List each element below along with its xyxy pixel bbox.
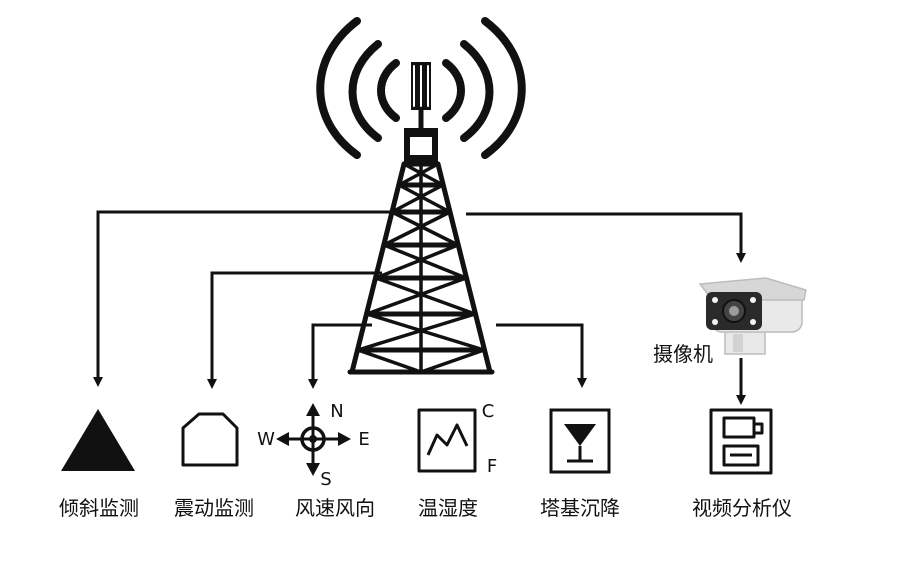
- compass-south-label: S: [320, 469, 332, 490]
- temperature-chart-icon: [417, 408, 477, 473]
- arrow-to-settlement: [496, 323, 587, 388]
- compass-east-label: E: [358, 429, 370, 450]
- surveillance-camera-icon: [698, 277, 807, 355]
- arrow-to-wind: [308, 323, 372, 389]
- camera-label: 摄像机: [653, 342, 713, 366]
- arrow-to-vibration: [207, 271, 382, 389]
- arrow-to-camera: [466, 212, 746, 263]
- settlement-label: 塔基沉降: [540, 496, 620, 520]
- video-analyzer-icon: [709, 408, 773, 475]
- tilt-triangle-icon: [61, 409, 135, 471]
- compass-west-label: W: [257, 429, 275, 450]
- arrow-to-tilt: [93, 210, 396, 387]
- compass-north-label: N: [330, 401, 344, 422]
- wind-label: 风速风向: [295, 496, 375, 520]
- tilt-label: 倾斜监测: [59, 496, 139, 520]
- signal-tower-icon: [316, 17, 526, 375]
- settlement-goblet-icon: [549, 408, 611, 474]
- signal-waves: [316, 17, 526, 159]
- celsius-label: C: [481, 401, 495, 422]
- connectors: [93, 210, 746, 405]
- vibration-house-icon: [181, 412, 239, 467]
- vibration-label: 震动监测: [174, 496, 254, 520]
- temperature-label: 温湿度: [418, 496, 478, 520]
- video-label: 视频分析仪: [692, 496, 792, 520]
- compass-crosshair-icon: [276, 403, 351, 476]
- fahrenheit-label: F: [486, 456, 498, 477]
